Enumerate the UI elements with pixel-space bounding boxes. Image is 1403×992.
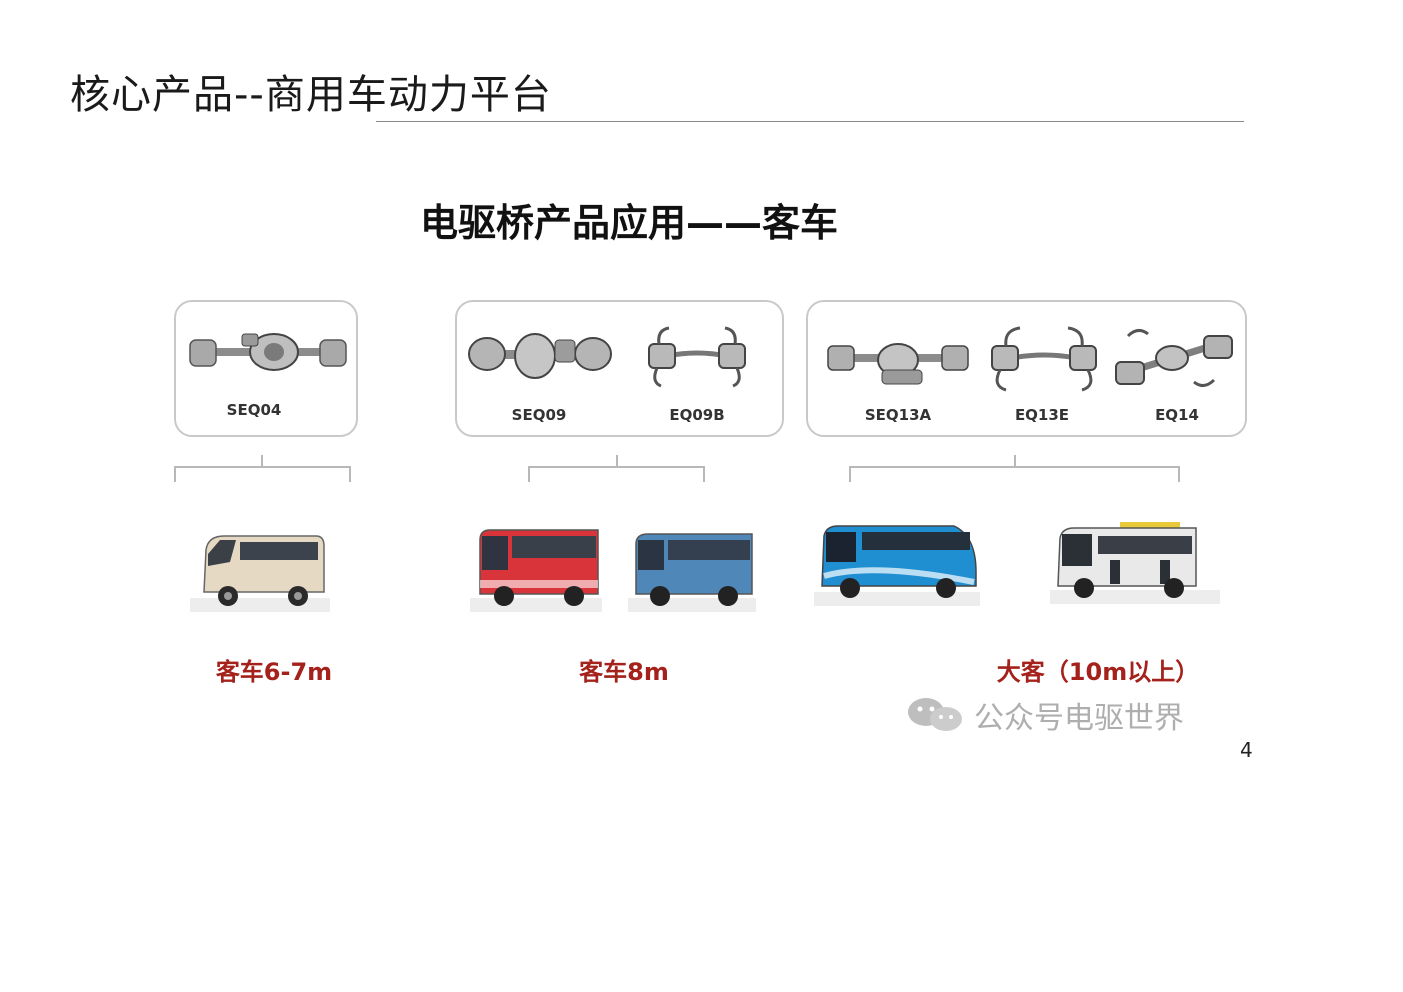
category-label-10m-plus: 大客（10m以上） xyxy=(996,658,1200,686)
model-label-eq09b: EQ09B xyxy=(669,406,725,424)
axle-image-eq13e xyxy=(991,326,1097,392)
model-label-seq13a: SEQ13A xyxy=(864,406,932,424)
product-group-3: SEQ13A EQ13E EQ14 xyxy=(806,300,1247,437)
bus-image-8m-blue xyxy=(628,533,756,612)
title-divider xyxy=(376,121,1244,122)
bus-image-minibus xyxy=(190,535,330,612)
bus-image-articulated-white xyxy=(1050,522,1220,604)
bus-image-8m-red xyxy=(470,529,602,612)
page-number: 4 xyxy=(1240,738,1253,762)
axle-image-eq14 xyxy=(1115,329,1233,387)
axle-image-seq13a xyxy=(827,343,969,385)
bracket-group-1 xyxy=(174,455,351,482)
axle-image-seq09 xyxy=(468,333,612,379)
bracket-group-3 xyxy=(849,455,1180,482)
wechat-icon xyxy=(908,698,962,731)
page-title: 核心产品--商用车动力平台 xyxy=(70,72,552,118)
product-group-2: SEQ09 EQ09B xyxy=(455,300,784,437)
model-label-eq14: EQ14 xyxy=(1155,406,1199,424)
category-label-6-7m: 客车6-7m xyxy=(215,658,333,686)
section-heading: 电驱桥产品应用——客车 xyxy=(420,201,839,245)
model-label-seq09: SEQ09 xyxy=(511,406,567,424)
product-group-1: SEQ04 xyxy=(174,300,358,437)
bracket-group-2 xyxy=(528,455,705,482)
model-label-seq04: SEQ04 xyxy=(226,401,282,419)
model-label-eq13e: EQ13E xyxy=(1014,406,1070,424)
watermark-text: 公众号电驱世界 xyxy=(974,701,1184,736)
axle-image-seq04 xyxy=(189,333,347,371)
watermark: 公众号电驱世界 xyxy=(906,693,1184,737)
axle-image-eq09b xyxy=(648,326,746,388)
category-label-8m: 客车8m xyxy=(579,658,669,686)
bus-image-articulated-blue xyxy=(814,525,980,606)
